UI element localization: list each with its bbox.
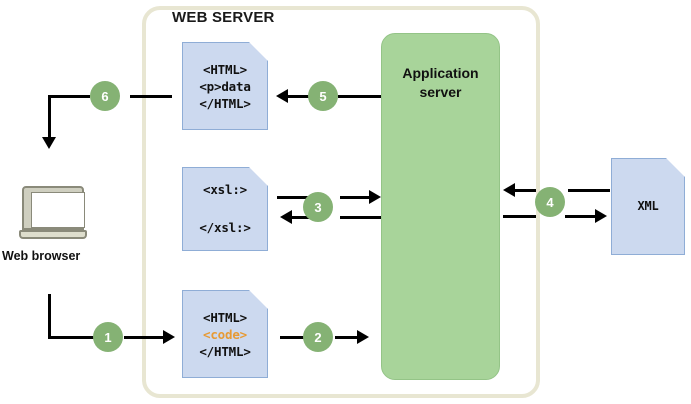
step-4-arrow-in-line-left: [514, 189, 536, 192]
doc-line: XML: [637, 199, 659, 213]
xsl-document-text: <xsl:> </xsl:>: [182, 167, 268, 251]
step-1-arrow-line-up: [48, 294, 51, 338]
step-4-arrow-out-line-right: [565, 215, 597, 218]
step-5-arrow-line-left: [288, 95, 310, 98]
step-6-badge[interactable]: 6: [90, 81, 120, 111]
html-source-document: <HTML> <code> </HTML>: [182, 290, 268, 378]
document-page: [182, 167, 268, 251]
application-server-label-line1: Application: [402, 65, 479, 81]
html-source-document-text: <HTML> <code> </HTML>: [182, 290, 268, 378]
doc-line: </xsl:>: [199, 220, 251, 235]
doc-line: </HTML>: [199, 343, 251, 359]
step-1-number: 1: [104, 329, 112, 345]
step-2-arrow-line-right: [335, 336, 359, 339]
step-3-arrow-in-line-left: [292, 216, 312, 219]
application-server-label-line2: server: [419, 84, 462, 100]
step-1-arrow-line-1: [48, 336, 94, 339]
doc-line: <HTML>: [203, 61, 247, 77]
doc-line-code: <code>: [203, 326, 247, 342]
step-3-arrow-out-line-left: [277, 196, 311, 199]
step-6-number: 6: [101, 88, 109, 104]
step-5-number: 5: [319, 88, 327, 104]
web-server-title: WEB SERVER: [172, 9, 275, 26]
step-3-arrow-out-head: [369, 190, 381, 204]
doc-line: <p>data: [199, 78, 251, 94]
xsl-document: <xsl:> </xsl:>: [182, 167, 268, 251]
document-page: [182, 290, 268, 378]
step-2-number: 2: [314, 329, 322, 345]
step-3-arrow-out-line-right: [340, 196, 371, 199]
step-5-arrow-head: [276, 89, 288, 103]
laptop-base: [19, 230, 87, 239]
step-3-arrow-in-line-right: [340, 216, 381, 219]
step-6-arrow-head: [42, 137, 56, 149]
step-4-badge[interactable]: 4: [535, 187, 565, 217]
html-output-document: <HTML> <p>data </HTML>: [182, 42, 268, 130]
step-2-arrow-line-left: [280, 336, 306, 339]
step-3-number: 3: [314, 199, 322, 215]
html-output-document-text: <HTML> <p>data </HTML>: [182, 42, 268, 130]
web-browser-label: Web browser: [2, 249, 81, 263]
step-4-arrow-in-head: [503, 183, 515, 197]
step-3-arrow-in-head: [280, 210, 292, 224]
step-1-arrow-head: [163, 330, 175, 344]
step-2-arrow-head: [357, 330, 369, 344]
step-4-arrow-out-head: [595, 209, 607, 223]
step-6-arrow-line-down: [48, 95, 51, 141]
step-6-arrow-line-right: [130, 95, 172, 98]
document-page: [182, 42, 268, 130]
doc-line: <HTML>: [203, 309, 247, 325]
xml-document: XML: [611, 158, 685, 255]
application-server-box: Application server: [381, 33, 500, 380]
step-1-arrow-line-2: [124, 336, 164, 339]
document-page: [611, 158, 685, 255]
doc-line: </HTML>: [199, 95, 251, 111]
step-3-badge[interactable]: 3: [303, 192, 333, 222]
step-2-badge[interactable]: 2: [303, 322, 333, 352]
laptop-lid: [22, 186, 85, 230]
doc-line: <xsl:>: [203, 182, 247, 197]
step-1-badge[interactable]: 1: [93, 322, 123, 352]
step-5-arrow-line-right: [338, 95, 382, 98]
step-5-badge[interactable]: 5: [308, 81, 338, 111]
step-4-arrow-out-line-left: [503, 215, 536, 218]
step-6-arrow-line-left: [48, 95, 90, 98]
step-4-arrow-in-line-right: [568, 189, 610, 192]
laptop-screen: [31, 192, 85, 228]
step-4-number: 4: [546, 194, 554, 210]
application-server-label: Application server: [382, 64, 499, 102]
xml-document-text: XML: [611, 158, 685, 255]
